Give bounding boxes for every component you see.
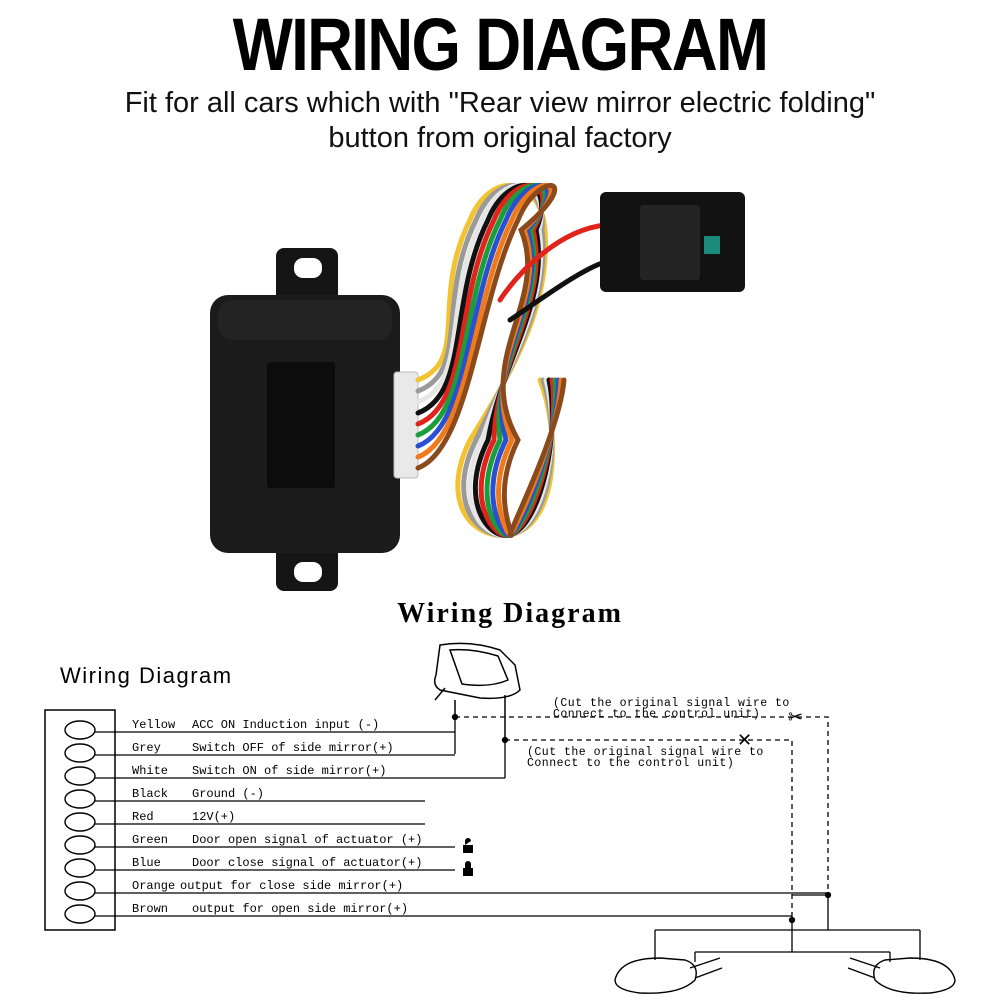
wire-function-label: output for open side mirror(+): [192, 902, 408, 916]
cut-note-1-line1: (Cut the original signal wire to: [553, 697, 790, 710]
wire-function-label: 12V(+): [192, 810, 235, 824]
terminal-pin: [64, 858, 96, 878]
connector-lead-wire: [497, 222, 608, 303]
wire-function-label: Door open signal of actuator (+): [192, 833, 422, 847]
cut-signal-lines: [455, 716, 829, 920]
cut-mark-1: ✂: [788, 707, 803, 727]
wire-function-label: Switch ON of side mirror(+): [192, 764, 386, 778]
connector-latch: [704, 236, 720, 254]
wire-row: Grey Switch OFF of side mirror(+): [64, 741, 455, 763]
mirror-output-lines: [654, 891, 921, 962]
wire-color-label: Green: [132, 833, 168, 847]
terminal-pin: [64, 812, 96, 832]
connector-lead-wire: [507, 259, 608, 323]
wire-color-label: Black: [132, 787, 168, 801]
control-box-label-area: [267, 362, 335, 488]
cut-mark-2: ✕: [737, 730, 752, 750]
terminal-pin: [64, 743, 96, 763]
terminal-block: [44, 709, 116, 931]
wire-color-label: Brown: [132, 902, 168, 916]
wire-harness: [415, 182, 608, 538]
wire-function-label: output for close side mirror(+): [180, 879, 403, 893]
terminal-pin: [64, 766, 96, 786]
cut-note-2-line1: (Cut the original signal wire to: [527, 746, 764, 759]
page-subtitle: Fit for all cars which with "Rear view m…: [0, 86, 1000, 156]
terminal-pin: [64, 720, 96, 740]
wire-color-label: Yellow: [132, 718, 176, 732]
wire-color-label: Red: [132, 810, 154, 824]
wire-row: Orange output for close side mirror(+): [64, 879, 828, 901]
subtitle-line-2: button from original factory: [328, 122, 672, 154]
wire-row: Green Door open signal of actuator (+): [64, 833, 455, 855]
wire-row: Brown output for open side mirror(+): [64, 902, 792, 924]
switch-lines: [451, 713, 509, 778]
wire-row: White Switch ON of side mirror(+): [64, 764, 505, 786]
wire-color-label: Grey: [132, 741, 161, 755]
cut-note-1-line2: Connect to the control unit): [553, 708, 760, 721]
wire-color-label: Blue: [132, 856, 161, 870]
bottom-mount-hole: [294, 562, 322, 582]
terminal-pin: [64, 835, 96, 855]
page-title: WIRING DIAGRAM: [232, 3, 769, 86]
unlock-icon: [463, 838, 473, 853]
mirror-switch-icon: [433, 642, 521, 740]
wire-function-label: Switch OFF of side mirror(+): [192, 741, 394, 755]
wire-row: Blue Door close signal of actuator(+): [64, 856, 455, 878]
subtitle-line-1: Fit for all cars which with "Rear view m…: [124, 87, 876, 119]
side-mirror-right-icon: [847, 957, 956, 994]
side-mirror-left-icon: [614, 957, 723, 994]
wire-row: Red 12V(+): [64, 810, 425, 832]
diagram-heading: Wiring Diagram: [397, 598, 623, 629]
wire-color-label: Orange: [132, 879, 175, 893]
wire-row: Yellow ACC ON Induction input (-): [64, 718, 455, 740]
terminal-pin: [64, 789, 96, 809]
wire-function-label: Door close signal of actuator(+): [192, 856, 422, 870]
cut-note-2-line2: Connect to the control unit): [527, 757, 734, 770]
panel-heading: Wiring Diagram: [60, 663, 233, 688]
top-mount-hole: [294, 258, 322, 278]
wire-function-label: Ground (-): [192, 787, 264, 801]
wire-row: Black Ground (-): [64, 787, 425, 809]
terminal-pin: [64, 881, 96, 901]
wire-function-label: ACC ON Induction input (-): [192, 718, 379, 732]
wire-color-label: White: [132, 764, 168, 778]
lock-icon: [463, 861, 473, 876]
white-plug: [393, 371, 419, 479]
product-photo: [210, 182, 745, 591]
terminal-pin: [64, 904, 96, 924]
harness-wire: [415, 183, 567, 538]
